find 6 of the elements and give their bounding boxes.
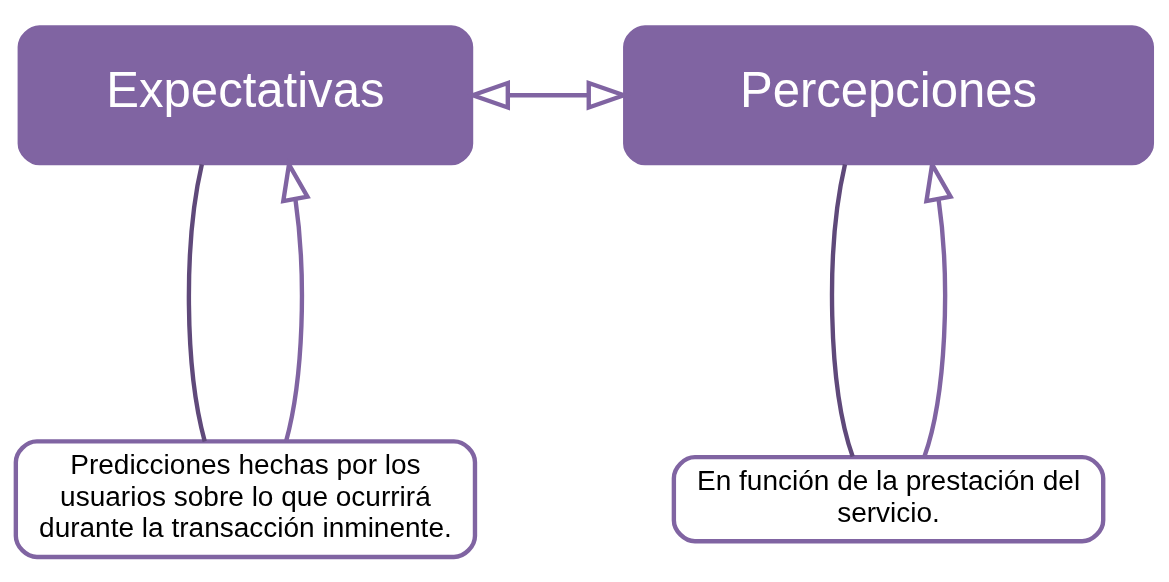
- connector: [186, 163, 207, 442]
- node-box: Expectativas: [17, 24, 474, 165]
- node-box: Percepciones: [623, 24, 1155, 165]
- node-box: En función de la prestación del servicio.: [671, 454, 1106, 543]
- connector: [829, 163, 855, 457]
- node-box: Predicciones hechas por los usuarios sobre lo que ocurrirá durante la transacción inminente.: [13, 438, 478, 559]
